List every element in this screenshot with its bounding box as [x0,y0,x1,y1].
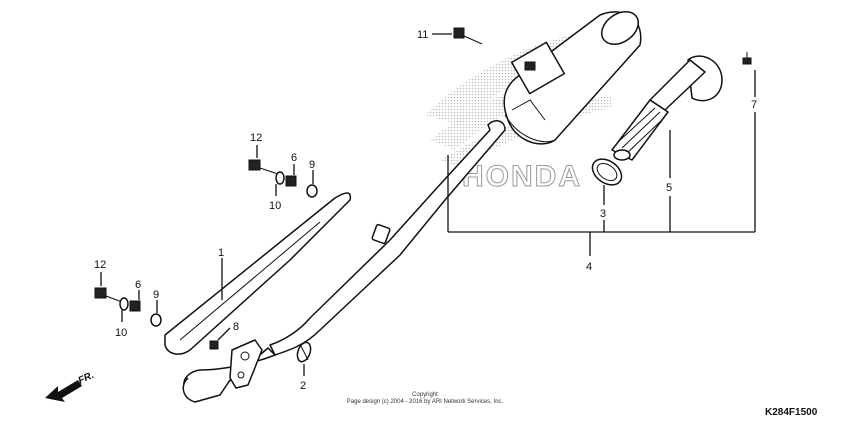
callout-10-upper: 10 [269,200,281,212]
callout-7: 7 [751,99,757,111]
upper-hardware [248,159,318,198]
callout-6-upper: 6 [291,152,297,164]
nut-part-8 [209,340,219,350]
callout-9-upper: 9 [309,159,315,171]
callout-12-lower: 12 [94,259,106,271]
callout-12-upper: 12 [250,132,262,144]
callout-4: 4 [586,261,592,273]
exhaust-gasket [296,341,312,363]
heat-guard [164,192,352,355]
exhaust-flange [229,339,263,389]
callout-2: 2 [300,380,306,392]
callout-8: 8 [233,321,239,333]
gasket-ring-part-3 [591,158,623,186]
front-direction-label: FR. [77,370,96,387]
callout-6-lower: 6 [135,279,141,291]
callout-9-lower: 9 [153,289,159,301]
copyright-line-1: Copyright [412,392,438,398]
front-direction-arrow: FR. [45,370,96,402]
callout-5: 5 [666,182,672,194]
figure-code: K284F1500 [765,407,818,418]
lower-hardware [94,287,162,327]
callout-labels: 11 7 5 3 4 12 6 9 10 1 12 6 9 10 8 2 [94,29,757,392]
copyright-line-2: Page design (c) 2004 - 2016 by ARI Netwo… [347,399,504,405]
bolt-part-7 [742,52,752,65]
callout-3: 3 [600,208,606,220]
muffler-body [503,11,642,145]
callout-11: 11 [417,29,428,41]
callout-1: 1 [218,247,224,259]
leader-lines [100,33,756,376]
callout-10-lower: 10 [115,327,127,339]
bolt-part-11 [453,27,483,45]
spark-arrester-assembly [611,55,723,161]
honda-watermark-text: HONDA [462,160,582,193]
